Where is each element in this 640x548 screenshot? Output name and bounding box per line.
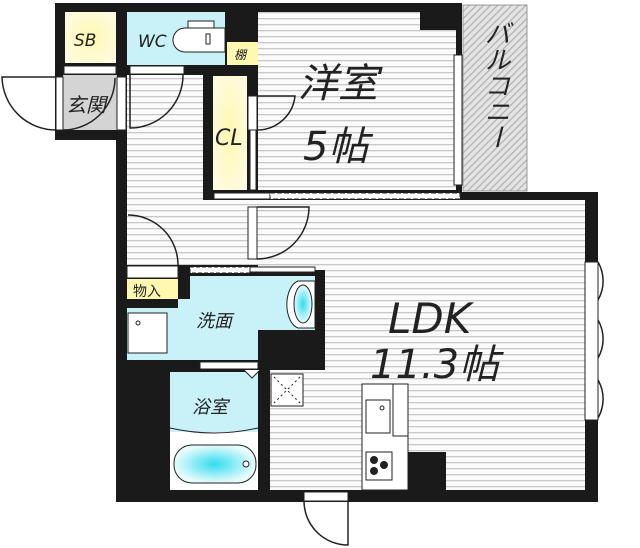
ldk-door[interactable]	[256, 206, 310, 260]
stove-icon	[365, 451, 393, 481]
ldk-size: 11.3帖	[370, 342, 504, 388]
ldk: LDK 11.3帖	[247, 200, 604, 546]
ldk-label: LDK	[388, 294, 475, 343]
toilet-icon	[172, 27, 226, 53]
shelf-label: 棚	[234, 48, 248, 62]
entrance: 玄関	[1, 65, 117, 131]
washing-machine-pan	[127, 312, 168, 354]
wc-door[interactable]	[129, 74, 184, 129]
wc: WC	[127, 12, 226, 65]
closet-label: CL	[215, 126, 243, 151]
entrance-door[interactable]	[1, 76, 57, 131]
bathroom-label: 浴室	[192, 397, 231, 418]
washroom-label: 洗面	[196, 311, 235, 332]
hallway	[116, 65, 258, 266]
entrance-label: 玄関	[66, 93, 109, 117]
western-room-label: 洋室	[298, 61, 383, 107]
sb-label: SB	[74, 31, 96, 51]
shoe-box: SB	[65, 12, 116, 63]
western-room-door[interactable]	[256, 95, 296, 131]
storage: 物入	[126, 265, 179, 300]
balcony: バルコニー	[462, 4, 528, 192]
kitchen-counter	[361, 383, 446, 492]
storage-label: 物入	[133, 284, 161, 300]
wc-label: WC	[138, 32, 167, 52]
shelf: 棚	[227, 42, 258, 65]
western-room-size: 5帖	[303, 124, 373, 170]
closet: CL	[213, 76, 461, 200]
sink-icon	[365, 399, 391, 434]
washroom: 洗面	[127, 266, 316, 370]
bathtub-icon	[173, 444, 257, 484]
ldk-windows[interactable]	[584, 261, 604, 421]
bathroom: 浴室	[169, 369, 261, 490]
western-room: 洋室 5帖	[258, 12, 463, 190]
ldk-balcony-door[interactable]	[303, 500, 349, 546]
balcony-label: バルコニー	[480, 20, 510, 150]
ventilation-icon	[270, 373, 304, 407]
storage-door[interactable]	[127, 214, 179, 266]
